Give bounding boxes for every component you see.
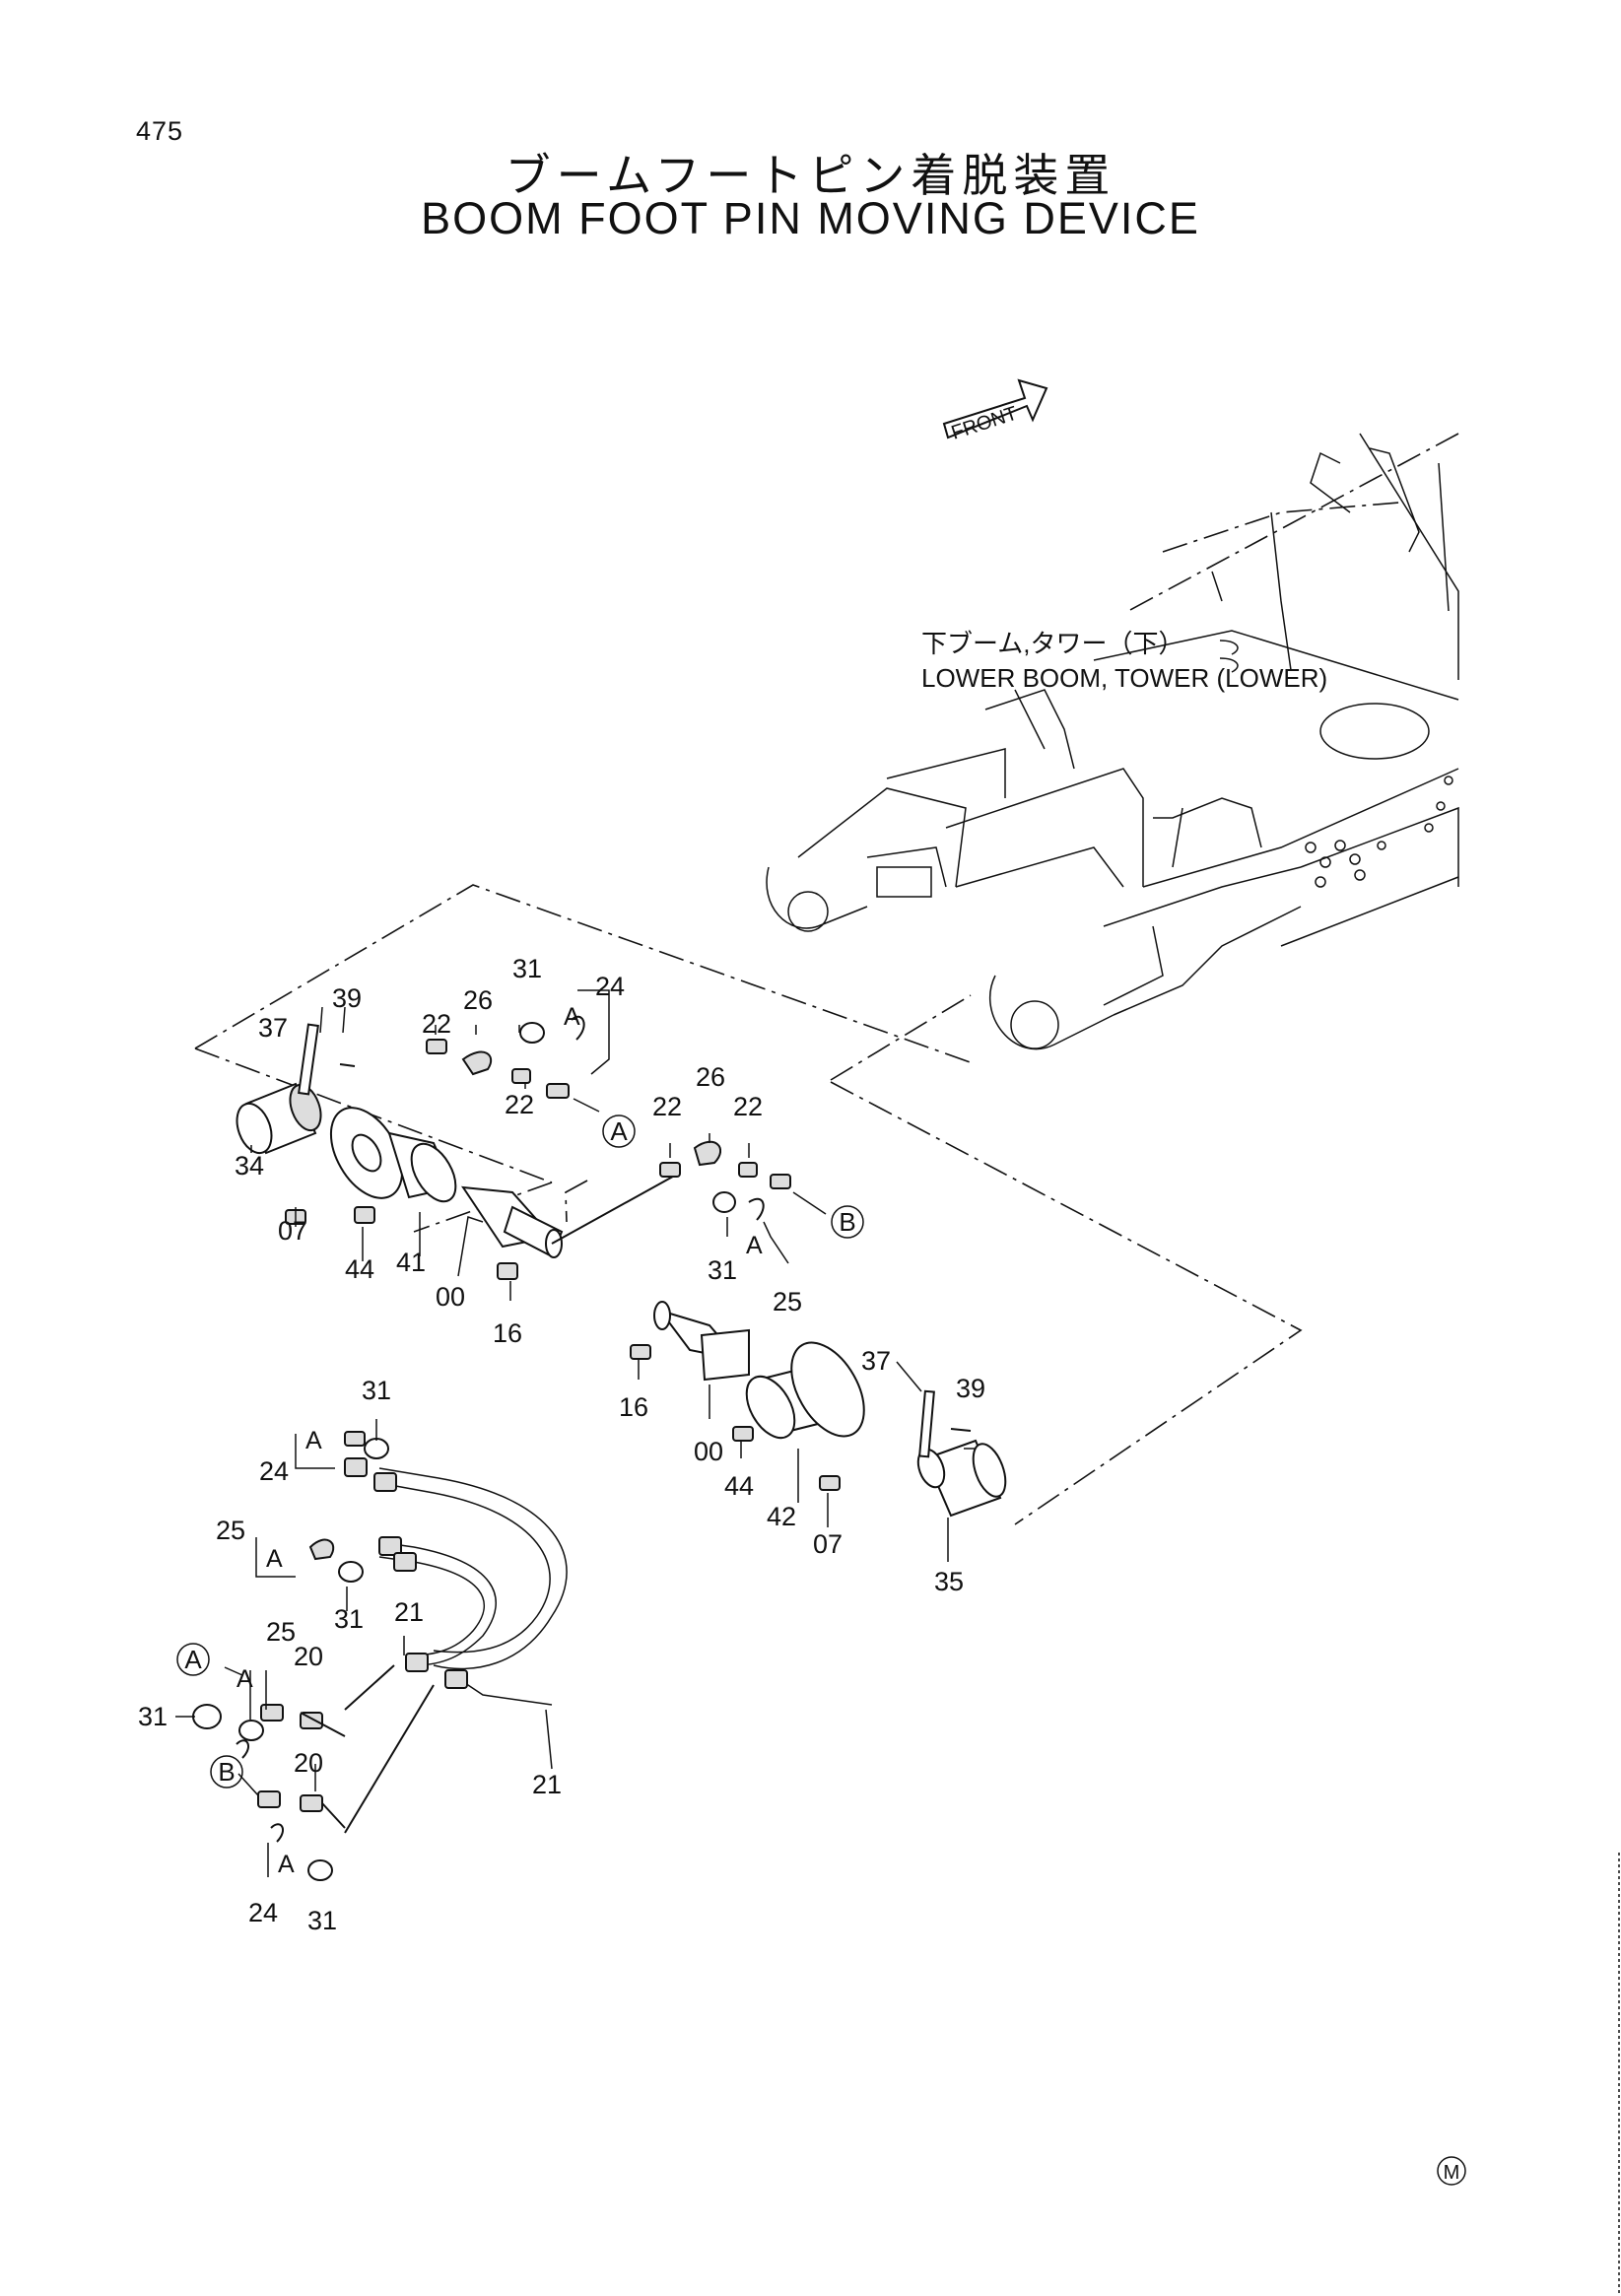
part-label-07: 07 (813, 1529, 843, 1559)
svg-text:B: B (218, 1757, 235, 1787)
marker-a-left: A (176, 1643, 210, 1676)
svg-text:A: A (184, 1645, 202, 1674)
part-label-22: 22 (652, 1092, 682, 1121)
part-label-31: 31 (138, 1702, 168, 1731)
leader-lines (175, 989, 976, 1877)
part-label-35: 35 (934, 1567, 964, 1596)
sub-label-a: A (305, 1427, 322, 1454)
fittings (285, 1015, 791, 1280)
page-title: BOOM FOOT PIN MOVING DEVICE (421, 193, 1200, 243)
svg-text:M: M (1444, 2162, 1460, 2184)
part-label-31: 31 (708, 1255, 737, 1285)
hoses-21 (344, 1457, 568, 1834)
part-label-22: 22 (422, 1009, 451, 1039)
part-label-21: 21 (394, 1597, 424, 1627)
part-label-25: 25 (773, 1287, 802, 1317)
flange-42 (732, 1341, 865, 1491)
part-label-41: 41 (396, 1248, 426, 1277)
part-label-22: 22 (505, 1090, 534, 1119)
part-label-22: 22 (733, 1092, 763, 1121)
part-label-00: 00 (436, 1282, 465, 1312)
part-label-26: 26 (696, 1062, 725, 1092)
part-label-00: 00 (694, 1437, 723, 1466)
part-label-44: 44 (724, 1471, 754, 1501)
flange-41 (329, 1107, 457, 1203)
part-label-31: 31 (362, 1376, 391, 1405)
part-labels: 37 39 22 26 31 24 22 34 07 44 41 00 16 2… (138, 954, 985, 1935)
svg-text:B: B (839, 1207, 855, 1237)
part-label-07: 07 (278, 1216, 307, 1246)
part-label-39: 39 (332, 983, 362, 1013)
svg-text:A: A (610, 1116, 628, 1146)
part-label-16: 16 (619, 1392, 648, 1422)
pin-00 (460, 1172, 681, 1258)
part-label-37: 37 (861, 1346, 891, 1376)
pin-00-right (630, 1301, 750, 1382)
part-label-24: 24 (248, 1898, 278, 1927)
part-label-24: 24 (259, 1456, 289, 1486)
cylinder-34 (236, 1023, 356, 1155)
sub-label-a: A (564, 1003, 580, 1031)
sub-label-a: A (746, 1232, 763, 1259)
part-label-20: 20 (294, 1642, 323, 1671)
part-label-31: 31 (334, 1604, 364, 1634)
marker-a-top: A (602, 1114, 636, 1148)
page-title-japanese: ブームフートピン着脱装置 (505, 149, 1116, 202)
part-label-37: 37 (258, 1013, 288, 1043)
part-label-26: 26 (463, 985, 493, 1015)
sub-label-a: A (266, 1545, 283, 1573)
front-arrow-icon: FRONT (942, 378, 1048, 444)
front-label: FRONT (949, 403, 1020, 444)
lower-boom-structure (766, 433, 1459, 1050)
part-label-20: 20 (294, 1748, 323, 1778)
part-label-25: 25 (266, 1617, 296, 1647)
lower-boom-label: LOWER BOOM, TOWER (LOWER) (921, 663, 1327, 693)
part-label-25: 25 (216, 1516, 245, 1545)
part-label-34: 34 (235, 1151, 264, 1181)
part-label-16: 16 (493, 1318, 522, 1348)
cylinder-35 (916, 1389, 1007, 1518)
part-label-39: 39 (956, 1374, 985, 1403)
part-label-31: 31 (512, 954, 542, 983)
page-number: 475 (136, 116, 184, 146)
sub-label-a: A (236, 1665, 253, 1693)
corner-mark-icon: M (1437, 2156, 1466, 2186)
marker-b-top: B (831, 1205, 864, 1239)
hose-fittings-left (192, 1431, 389, 1881)
lower-boom-label-japanese: 下ブーム,タワー（下） (921, 629, 1183, 658)
part-label-21: 21 (532, 1770, 562, 1799)
part-label-44: 44 (345, 1254, 374, 1284)
part-label-24: 24 (595, 972, 625, 1001)
marker-b-left: B (210, 1755, 243, 1789)
part-label-42: 42 (767, 1502, 796, 1531)
part-label-31: 31 (307, 1906, 337, 1935)
sub-label-a: A (278, 1851, 295, 1878)
